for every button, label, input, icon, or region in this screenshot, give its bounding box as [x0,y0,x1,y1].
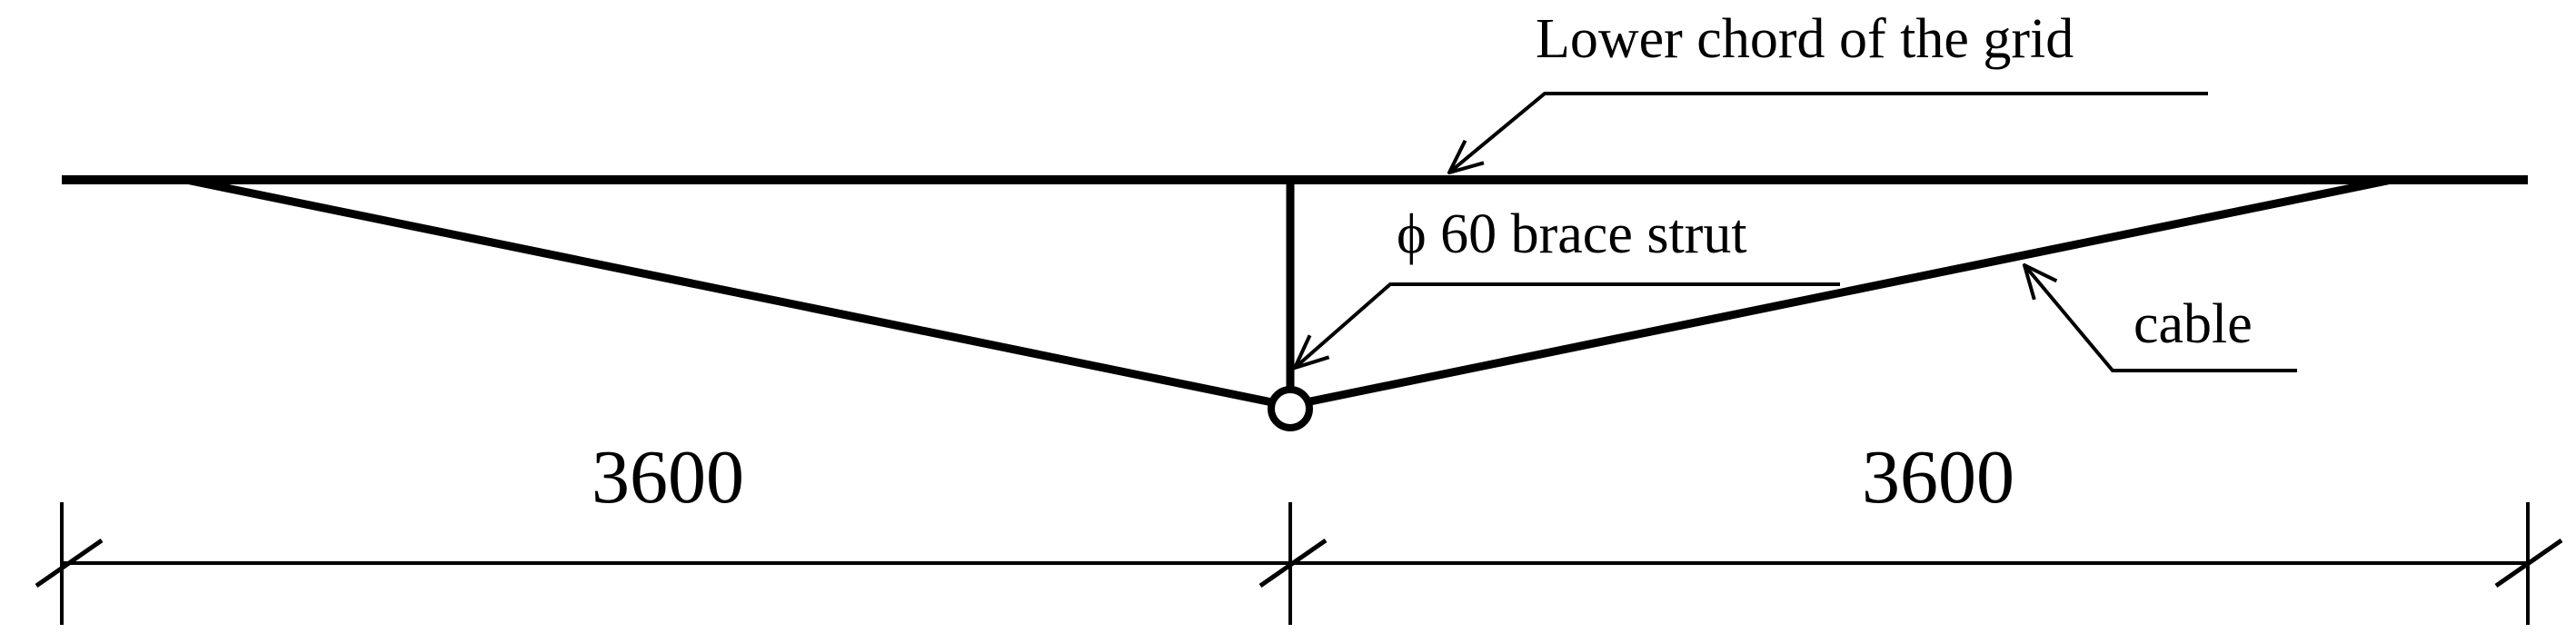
tick-mark-left [35,538,104,589]
lower-chord-label: Lower chord of the grid [1536,8,2074,70]
cable-left-segment [185,175,1273,407]
cable-leader [2024,265,2297,372]
tick-mark-middle [1258,538,1328,589]
cable-right-segment [1305,175,2392,407]
dimension-line-group [35,502,2563,625]
brace-strut-leader [1295,282,1840,368]
cable-label: cable [2133,293,2253,355]
dimension-left-label: 3600 [592,435,744,519]
lower-chord-leader [1449,92,2208,173]
tick-mark-right [2494,538,2563,589]
brace-strut-label: ϕ 60 brace strut [1397,203,1747,265]
dimension-right-label: 3600 [1862,435,2014,519]
joint-node-circle [1268,386,1313,431]
